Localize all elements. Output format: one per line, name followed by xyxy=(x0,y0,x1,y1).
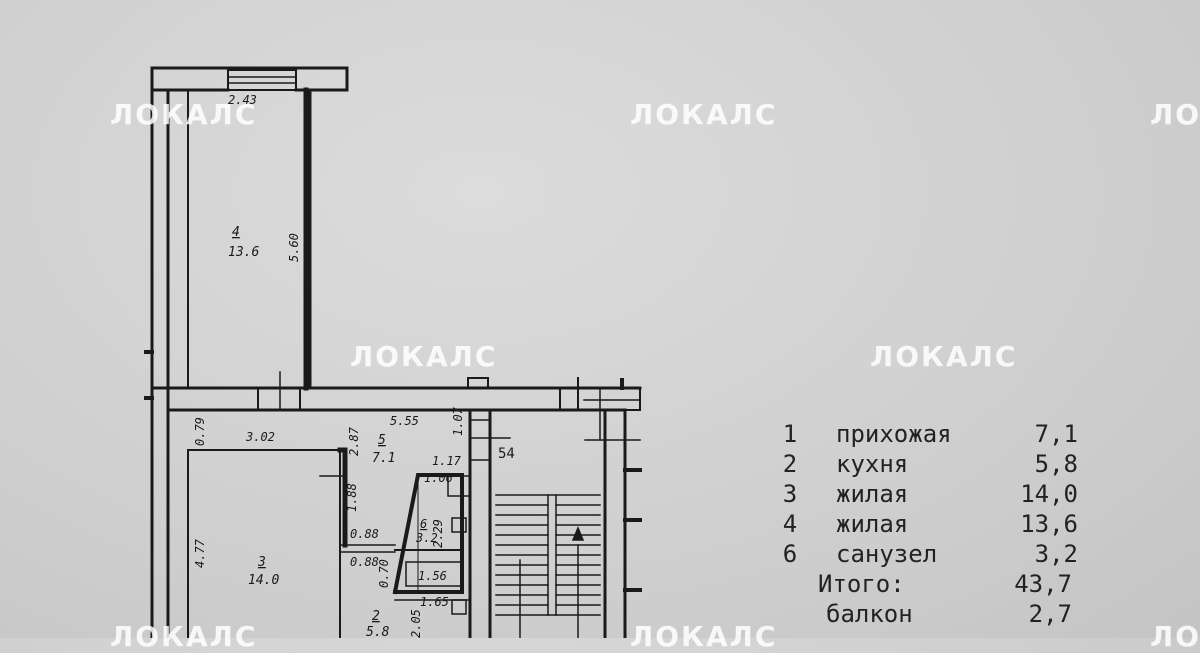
dimension: 2.43 xyxy=(228,93,257,107)
dimension: 1.56 xyxy=(418,569,447,583)
room-label: 2 xyxy=(372,609,380,624)
watermark: ЛОКАЛС xyxy=(630,620,778,653)
legend-room-number: 3 xyxy=(782,480,798,508)
legend-total-label: Итого: xyxy=(818,570,905,598)
room-label: 5 xyxy=(378,433,386,448)
legend-room-name: санузел xyxy=(836,540,938,568)
legend-balcony-row: балкон 2,7 xyxy=(778,600,1078,630)
window xyxy=(227,69,297,91)
legend-room-area: 14,0 xyxy=(1020,480,1078,508)
dimension: 2.87 xyxy=(347,426,361,456)
room-area: 13.6 xyxy=(228,245,259,260)
wall xyxy=(392,473,464,595)
legend-total-row: Итого: 43,7 xyxy=(778,570,1078,600)
dimension: 0.88 xyxy=(350,555,379,569)
legend-room-number: 2 xyxy=(782,450,798,478)
dimension: 54 xyxy=(498,446,515,462)
dimension: 0.70 xyxy=(377,559,391,588)
legend-room-name: жилая xyxy=(836,510,909,538)
legend-total-area: 43,7 xyxy=(1014,570,1072,598)
legend-balcony-label: балкон xyxy=(826,600,913,628)
room-area: 3.2 xyxy=(415,531,438,545)
watermark: ЛОКАЛС xyxy=(110,98,258,131)
room-area: 14.0 xyxy=(248,573,279,588)
legend-row: 4 жилая 13,6 xyxy=(778,510,1078,540)
wall xyxy=(187,449,341,638)
dimension: 1.06 xyxy=(424,471,453,485)
room-label: 3 xyxy=(257,555,266,570)
legend-row: 1 прихожая 7,1 xyxy=(778,420,1078,450)
legend-row: 3 жилая 14,0 xyxy=(778,480,1078,510)
room-label: 6 xyxy=(420,517,427,531)
watermark: ЛОКАЛС xyxy=(1150,620,1200,653)
dimension: 3.02 xyxy=(245,430,275,444)
legend-room-number: 4 xyxy=(782,510,798,538)
legend-row: 6 санузел 3,2 xyxy=(778,540,1078,570)
legend-room-name: прихожая xyxy=(836,420,952,448)
staircase xyxy=(495,494,601,638)
legend-room-number: 1 xyxy=(782,420,798,448)
dimension: 4.77 xyxy=(193,538,207,568)
dimension: 0.88 xyxy=(350,527,379,541)
legend-room-area: 7,1 xyxy=(1034,420,1078,448)
dimension: 1.88 xyxy=(345,483,359,512)
watermark: ЛОКАЛС xyxy=(350,340,498,373)
dimension: 2.29 xyxy=(431,519,445,548)
room-area: 7.1 xyxy=(372,451,395,466)
dimension: 1.17 xyxy=(432,454,462,468)
dimension: 1.07 xyxy=(451,406,465,436)
watermark: ЛОКАЛС xyxy=(1150,98,1200,131)
legend-row: 2 кухня 5,8 xyxy=(778,450,1078,480)
dimension: 0.79 xyxy=(193,417,207,446)
legend-room-number: 6 xyxy=(782,540,798,568)
doorway xyxy=(257,387,301,411)
room-label: 4 xyxy=(232,225,240,240)
room-area-legend: 1 прихожая 7,1 2 кухня 5,8 3 жилая 14,0 … xyxy=(778,420,1078,630)
dimension: 2.05 xyxy=(409,609,423,638)
dimension: 5.55 xyxy=(390,414,419,428)
dimension: 5.60 xyxy=(287,233,301,262)
legend-room-area: 3,2 xyxy=(1034,540,1078,568)
legend-room-name: кухня xyxy=(836,450,909,478)
wall xyxy=(337,447,348,548)
floor-plan: 4 13.6 5 7.1 6 3.2 3 14.0 2 5.8 2.43 5.6… xyxy=(144,66,642,638)
dimension: 1.65 xyxy=(420,595,449,609)
legend-room-area: 13,6 xyxy=(1020,510,1078,538)
room-area: 5.8 xyxy=(366,625,390,638)
watermark: ЛОКАЛС xyxy=(110,620,258,653)
legend-room-area: 5,8 xyxy=(1034,450,1078,478)
legend-balcony-area: 2,7 xyxy=(1028,600,1072,628)
watermark: ЛОКАЛС xyxy=(870,340,1018,373)
watermark: ЛОКАЛС xyxy=(630,98,778,131)
legend-room-name: жилая xyxy=(836,480,909,508)
